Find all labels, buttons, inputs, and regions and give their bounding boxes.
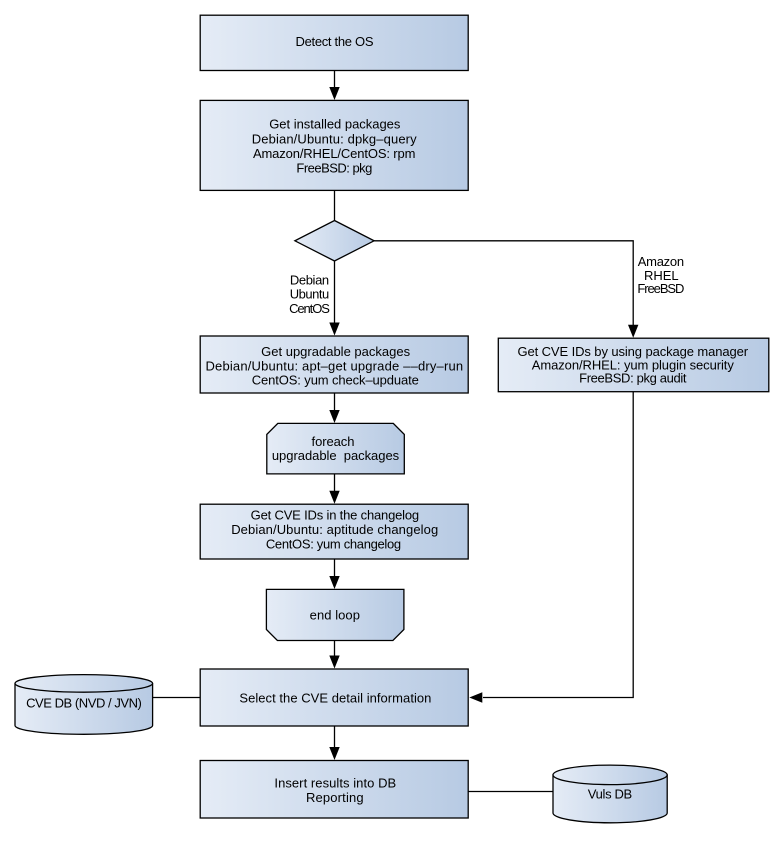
svg-text:Select the CVE detail informat: Select the CVE detail information bbox=[239, 691, 431, 706]
svg-text:FreeBSD: pkg: FreeBSD: pkg bbox=[296, 161, 372, 176]
svg-text:FreeBSD: pkg audit: FreeBSD: pkg audit bbox=[579, 371, 687, 386]
svg-text:Vuls DB: Vuls DB bbox=[588, 787, 632, 802]
svg-text:Amazon/RHEL: yum plugin securi: Amazon/RHEL: yum plugin security bbox=[532, 357, 735, 372]
svg-text:Debian/Ubuntu: apt–get upgrade: Debian/Ubuntu: apt–get upgrade ––dry–run bbox=[205, 359, 463, 374]
svg-text:CVE DB (NVD / JVN): CVE DB (NVD / JVN) bbox=[26, 696, 142, 711]
svg-text:Get installed packages: Get installed packages bbox=[269, 116, 401, 131]
svg-text:Insert results into DB: Insert results into DB bbox=[274, 775, 396, 790]
svg-text:Amazon: Amazon bbox=[638, 254, 684, 269]
svg-text:Debian/Ubuntu: aptitude change: Debian/Ubuntu: aptitude changelog bbox=[231, 522, 438, 537]
svg-text:Amazon/RHEL/CentOS: rpm: Amazon/RHEL/CentOS: rpm bbox=[253, 146, 416, 161]
svg-text:Reporting: Reporting bbox=[306, 790, 364, 805]
svg-text:Get upgradable packages: Get upgradable packages bbox=[261, 344, 411, 359]
svg-text:end loop: end loop bbox=[310, 608, 360, 623]
svg-text:Debian/Ubuntu: dpkg–query: Debian/Ubuntu: dpkg–query bbox=[252, 131, 417, 146]
svg-text:Ubuntu: Ubuntu bbox=[290, 287, 329, 302]
svg-text:CentOS: yum check–upduate: CentOS: yum check–upduate bbox=[252, 373, 419, 388]
svg-text:Get CVE IDs by using package m: Get CVE IDs by using package manager bbox=[517, 344, 748, 359]
svg-text:foreach: foreach bbox=[312, 434, 355, 449]
svg-text:CentOS: CentOS bbox=[289, 301, 330, 316]
svg-text:CentOS: yum changelog: CentOS: yum changelog bbox=[266, 537, 401, 552]
svg-text:Get CVE IDs in the changelog: Get CVE IDs in the changelog bbox=[251, 507, 420, 522]
svg-text:FreeBSD: FreeBSD bbox=[637, 281, 684, 296]
svg-text:Detect the OS: Detect the OS bbox=[296, 34, 374, 49]
svg-text:RHEL: RHEL bbox=[644, 268, 679, 283]
svg-text:upgradable packages: upgradable packages bbox=[272, 448, 400, 463]
svg-text:Debian: Debian bbox=[290, 273, 329, 288]
